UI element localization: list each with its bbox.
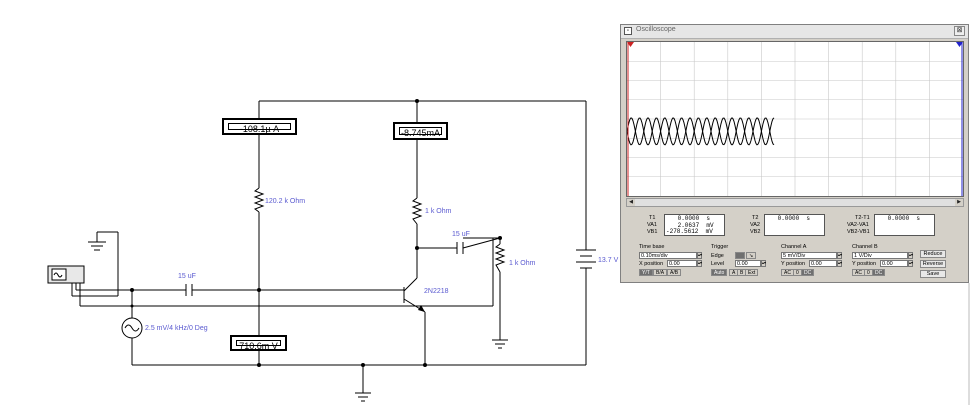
meter-unit: A [434, 128, 441, 138]
va1-value: 2.0637 mV [674, 222, 714, 229]
capacitor-input-label: 15 uF [178, 273, 196, 280]
trace-channel-b [627, 117, 775, 146]
source-label: 2.5 mV/4 kHz/0 Deg [145, 325, 208, 332]
va21-label: VA2-VA1 [847, 222, 869, 228]
vb1-value: -278.5612 mV [666, 228, 713, 235]
measure-box-t1: 0.0000 s 2.0637 mV -278.5612 mV [664, 214, 725, 236]
channel-b-ypos-spinner-icon[interactable]: ▴▾ [908, 260, 914, 267]
trigger-title: Trigger [711, 244, 729, 250]
supply-label: 13.7 V [598, 257, 619, 264]
trigger-group: Trigger Edge ↘ Level 0.00 ▴▾ Auto A B Ex… [709, 244, 775, 280]
scroll-right-icon[interactable]: ▶ [955, 199, 963, 206]
horizontal-scrollbar[interactable]: ◀ ▶ [626, 198, 964, 207]
timebase-title: Time base [639, 244, 665, 250]
meter-reading: -108.1µ [239, 124, 271, 134]
meter-unit: A [273, 124, 280, 134]
mode-yt-button[interactable]: Y/T [639, 269, 653, 276]
resistor-collector [411, 197, 423, 225]
scope-display [627, 42, 963, 196]
level-field[interactable]: 0.00 [735, 260, 761, 267]
oscilloscope-window[interactable]: ▫ Oscilloscope ⊠ ◀ ▶ T1 VA1 VB1 0.0000 s… [620, 24, 969, 283]
meter-reading: 710.6m [239, 341, 270, 351]
window-title: Oscilloscope [636, 26, 676, 33]
cursor-t1-handle-icon [627, 42, 634, 47]
mode-ba-button[interactable]: B/A [653, 269, 668, 276]
channel-a-scale-field[interactable]: 5 mV/Div [781, 252, 837, 259]
xpos-label: X position [639, 261, 664, 267]
trace-channel-a [627, 117, 775, 146]
oscilloscope-icon [47, 265, 85, 284]
reverse-button[interactable]: Reverse [920, 260, 946, 268]
meter-reading: -8.745m [400, 128, 434, 138]
edge-falling-icon[interactable]: ↘ [746, 252, 756, 259]
channel-b-ypos-label: Y position [852, 261, 877, 267]
channel-a-ac-button[interactable]: AC [781, 269, 794, 276]
scope-screen[interactable] [626, 41, 964, 197]
window-icon: ▫ [624, 27, 632, 35]
vb2-label: VB2 [750, 229, 761, 235]
resistor-load-label: 1 k Ohm [509, 260, 536, 267]
channel-b-group: Channel B 1 V/Div ▴▾ Y position 0.00 ▴▾ … [850, 244, 918, 280]
cursor-t2-handle-icon [956, 42, 963, 47]
scroll-left-icon[interactable]: ◀ [627, 199, 635, 206]
t1-label: T1 [649, 215, 656, 221]
t2-label: T2 [752, 215, 759, 221]
channel-b-title: Channel B [852, 244, 878, 250]
resistor-bias-label: 120.2 k Ohm [265, 198, 306, 205]
reduce-button[interactable]: Reduce [920, 250, 946, 258]
current-meter-right[interactable]: -8.745mA [393, 122, 448, 140]
xpos-spinner-icon[interactable]: ▴▾ [697, 260, 703, 267]
mode-ab-button[interactable]: A/B [667, 269, 682, 276]
transistor-label: 2N2218 [424, 288, 449, 295]
channel-a-ypos-field[interactable]: 0.00 [809, 260, 837, 267]
channel-a-title: Channel A [781, 244, 807, 250]
channel-a-ypos-spinner-icon[interactable]: ▴▾ [837, 260, 843, 267]
measure-box-t2: 0.0000 s [764, 214, 825, 236]
timebase-scale-field[interactable]: 0.10ms/div [639, 252, 697, 259]
channel-a-group: Channel A 5 mV/Div ▴▾ Y position 0.00 ▴▾… [779, 244, 847, 280]
va2-label: VA2 [750, 222, 760, 228]
edge-label: Edge [711, 253, 724, 259]
meter-unit: V [271, 341, 278, 351]
channel-a-spinner-icon[interactable]: ▴▾ [837, 252, 843, 259]
channel-b-spinner-icon[interactable]: ▴▾ [908, 252, 914, 259]
channel-b-ypos-field[interactable]: 0.00 [880, 260, 908, 267]
resistor-bias [253, 187, 265, 213]
level-spinner-icon[interactable]: ▴▾ [761, 260, 767, 267]
capacitor-output-label: 15 uF [452, 231, 470, 238]
t1-value: 0.0000 s [674, 215, 711, 222]
measure-box-t21: 0.0000 s [874, 214, 935, 236]
t2-value: 0.0000 s [774, 215, 811, 222]
save-button[interactable]: Save [920, 270, 946, 278]
close-button[interactable]: ⊠ [954, 26, 965, 36]
trigger-ext-button[interactable]: Ext [745, 269, 759, 276]
current-meter-left[interactable]: -108.1µ A [222, 118, 297, 135]
t21-value: 0.0000 s [884, 215, 921, 222]
level-label: Level [711, 261, 725, 267]
channel-a-ypos-label: Y position [781, 261, 806, 267]
voltmeter-base[interactable]: 710.6m V [230, 335, 287, 351]
channel-b-dc-button[interactable]: DC [872, 269, 886, 276]
channel-a-dc-button[interactable]: DC [801, 269, 815, 276]
title-bar[interactable]: ▫ Oscilloscope ⊠ [621, 25, 968, 39]
timebase-group: Time base 0.10ms/div ▴▾ X position 0.00 … [637, 244, 705, 280]
trigger-auto-button[interactable]: Auto [711, 269, 728, 276]
xpos-field[interactable]: 0.00 [667, 260, 697, 267]
resistor-load [494, 243, 506, 273]
timebase-spinner-icon[interactable]: ▴▾ [697, 252, 703, 259]
t21-label: T2-T1 [855, 215, 870, 221]
vb1-label: VB1 [647, 229, 658, 235]
edge-rising-icon[interactable] [735, 252, 745, 259]
vb21-label: VB2-VB1 [847, 229, 870, 235]
channel-b-ac-button[interactable]: AC [852, 269, 865, 276]
va1-label: VA1 [647, 222, 657, 228]
resistor-collector-label: 1 k Ohm [425, 208, 452, 215]
channel-b-scale-field[interactable]: 1 V/Div [852, 252, 908, 259]
scope-grid [627, 42, 963, 196]
